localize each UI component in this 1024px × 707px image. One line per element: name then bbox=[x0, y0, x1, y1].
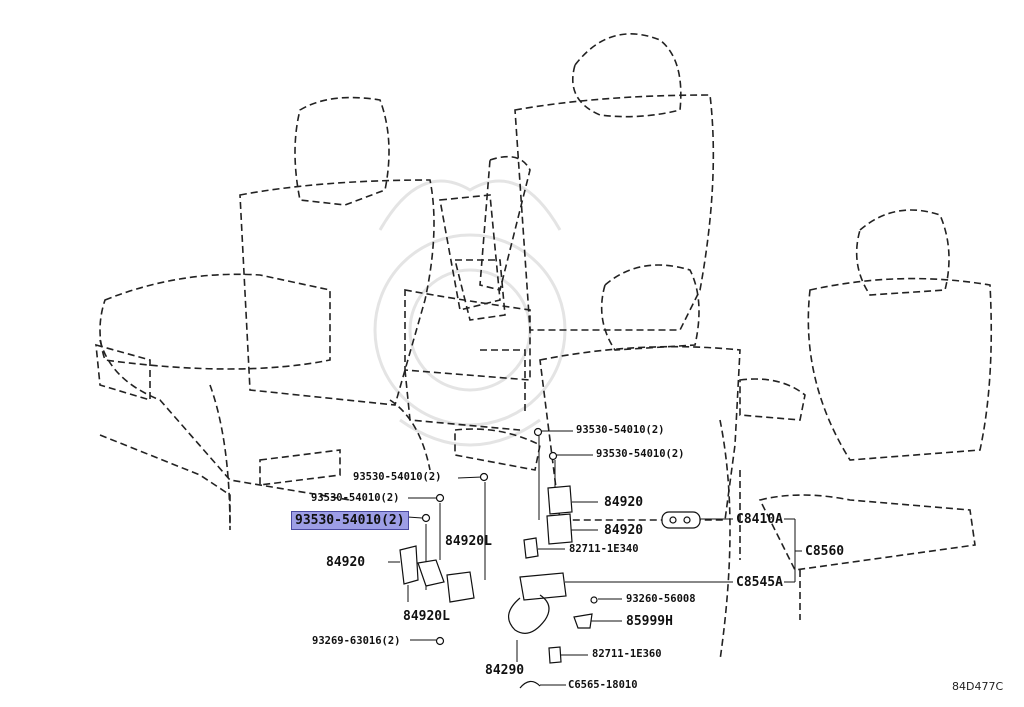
wire-harness-icon bbox=[508, 594, 550, 634]
watermark-emblem bbox=[373, 179, 567, 447]
bracket-icon bbox=[547, 485, 573, 515]
part-number-93530-54010[interactable]: 93530-54010(2) bbox=[596, 448, 685, 460]
part-number-84920l[interactable]: 84920L bbox=[445, 534, 492, 549]
part-number-93269-63016[interactable]: 93269-63016(2) bbox=[312, 635, 401, 647]
part-number-c8545a[interactable]: C8545A bbox=[736, 575, 783, 590]
receiver-module-icon bbox=[519, 572, 567, 601]
part-number-c8410a[interactable]: C8410A bbox=[736, 512, 783, 527]
part-number-82711-1e360[interactable]: 82711-1E360 bbox=[592, 648, 662, 660]
bolt-icon bbox=[435, 636, 445, 646]
left-seat bbox=[95, 96, 435, 531]
part-number-85999h[interactable]: 85999H bbox=[626, 614, 673, 629]
part-number-84920l[interactable]: 84920L bbox=[403, 609, 450, 624]
bracket-icon bbox=[573, 613, 593, 629]
front-seat bbox=[454, 264, 806, 661]
part-number-84920[interactable]: 84920 bbox=[604, 495, 644, 510]
bracket-icon bbox=[546, 513, 573, 545]
clamp-icon bbox=[519, 680, 541, 689]
part-number-93260-56008[interactable]: 93260-56008 bbox=[626, 593, 696, 605]
part-number-93530-54010[interactable]: 93530-54010(2) bbox=[311, 492, 400, 504]
right-seat bbox=[758, 209, 993, 620]
remote-key-icon bbox=[661, 511, 701, 529]
connector-icon bbox=[523, 537, 539, 559]
clip-icon bbox=[590, 596, 598, 604]
part-number-93530-54010[interactable]: 93530-54010(2) bbox=[576, 424, 665, 436]
part-number-c8560[interactable]: C8560 bbox=[805, 544, 845, 559]
bolt-icon bbox=[435, 493, 445, 503]
part-number-84290[interactable]: 84290 bbox=[485, 663, 525, 678]
bracket-icon bbox=[446, 571, 475, 603]
part-number-82711-1e340[interactable]: 82711-1E340 bbox=[569, 543, 639, 555]
diagram-code: 84D477C bbox=[952, 680, 1004, 693]
part-number-84920[interactable]: 84920 bbox=[326, 555, 366, 570]
bracket-icon bbox=[399, 545, 419, 585]
part-number-c6565-18010[interactable]: C6565-18010 bbox=[568, 679, 638, 691]
part-number-84920[interactable]: 84920 bbox=[604, 523, 644, 538]
part-number-93530-54010-highlighted[interactable]: 93530-54010(2) bbox=[291, 511, 409, 530]
bolt-icon bbox=[548, 451, 558, 461]
bolt-icon bbox=[421, 513, 431, 523]
bracket-icon bbox=[417, 559, 445, 587]
middle-seat bbox=[404, 33, 715, 431]
bolt-icon bbox=[533, 427, 543, 437]
bolt-icon bbox=[479, 472, 489, 482]
part-number-93530-54010[interactable]: 93530-54010(2) bbox=[353, 471, 442, 483]
connector-icon bbox=[548, 646, 562, 664]
